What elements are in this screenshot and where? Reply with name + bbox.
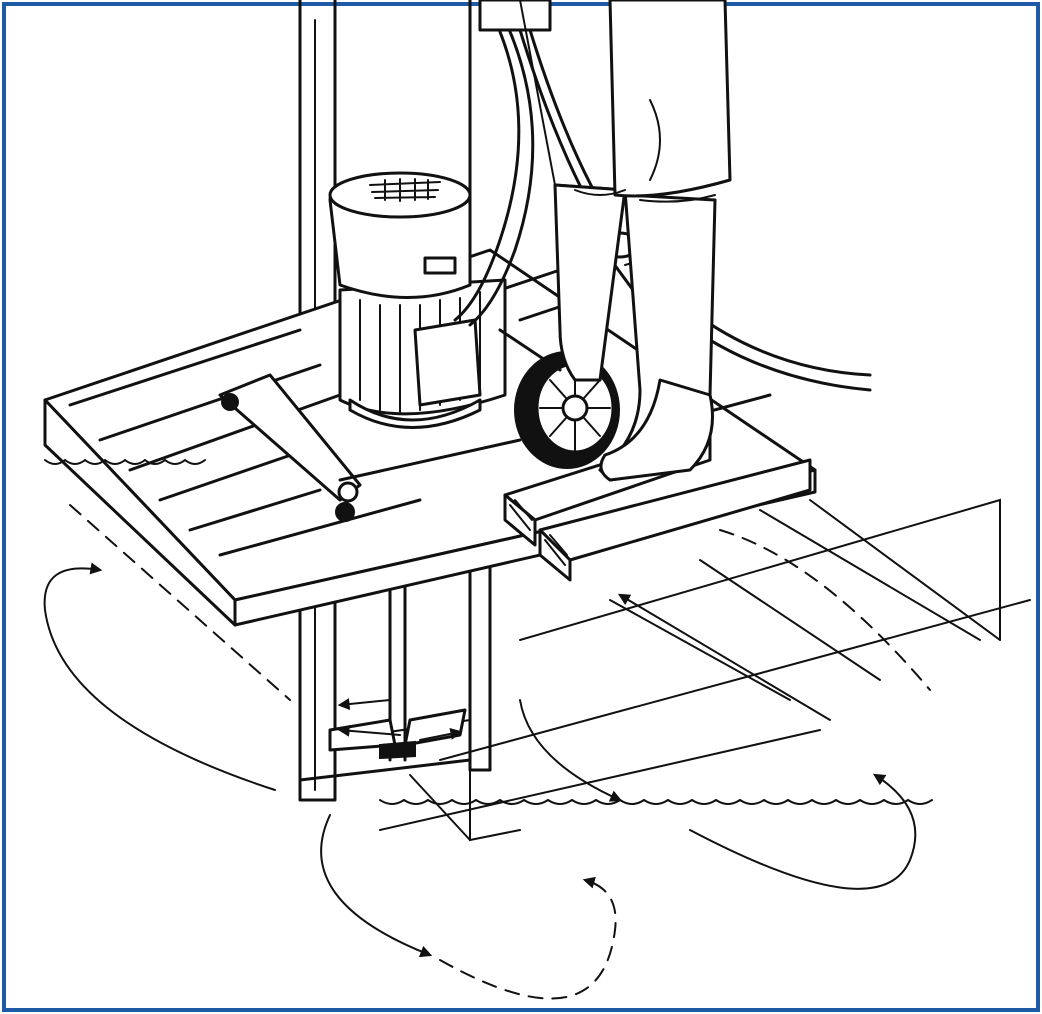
water-surface [44, 458, 933, 805]
flow-arrow-icon [43, 562, 917, 1000]
boot-icon [519, 0, 732, 482]
carry-bar [218, 373, 522, 522]
motor-icon [328, 171, 507, 429]
channel-floor [379, 498, 1031, 842]
